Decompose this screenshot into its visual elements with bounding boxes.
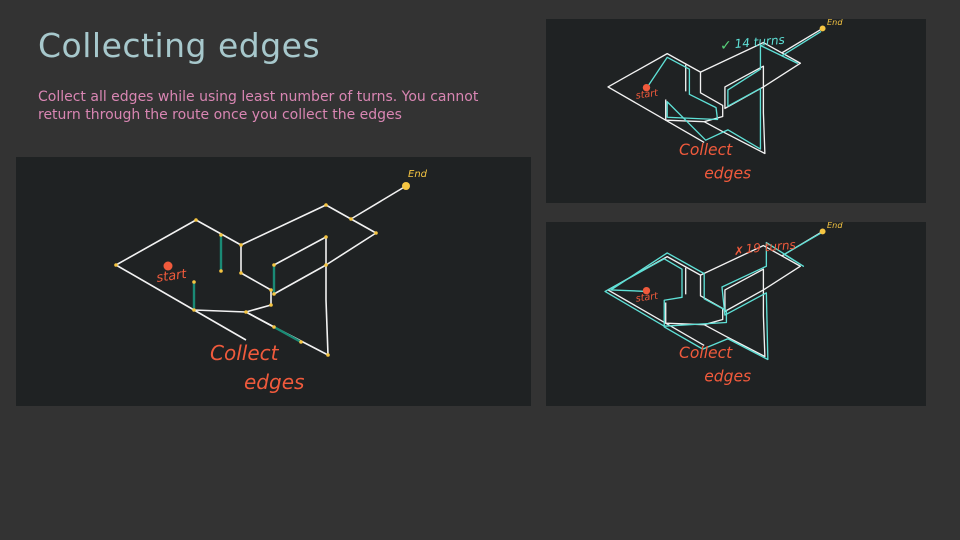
good-route (645, 30, 822, 150)
main-diagram: End start Collect edges (114, 169, 428, 394)
bad-solution-diagram: End start Collect edges ✗ 19 turns (604, 222, 843, 386)
good-start-label: start (635, 88, 660, 102)
collect-label: Collect (210, 341, 280, 365)
bad-end-marker (819, 228, 826, 235)
edges-label: edges (244, 370, 304, 394)
main-diagram-panel: End start Collect edges (16, 157, 531, 406)
bad-route (604, 232, 822, 361)
collected-edges (192, 235, 302, 344)
bad-start-marker (642, 286, 651, 295)
good-solution-panel: End start Collect edges ✓ 14 turns (546, 19, 926, 203)
good-start-marker (642, 83, 651, 92)
end-label: End (408, 169, 428, 180)
bad-start-label: start (635, 291, 660, 305)
good-solution-diagram: End start Collect edges ✓ 14 turns (607, 19, 843, 183)
good-check-mark: ✓ (720, 38, 732, 54)
bad-turns-label: 19 turns (745, 238, 796, 256)
bad-edges-label: edges (704, 368, 751, 386)
bad-solution-panel: End start Collect edges ✗ 19 turns (546, 222, 926, 406)
good-edges-label: edges (704, 165, 751, 183)
slide-title: Collecting edges (38, 26, 321, 65)
slide-subtitle: Collect all edges while using least numb… (38, 89, 479, 123)
start-label: start (155, 267, 188, 286)
good-turns-label: 14 turns (734, 33, 785, 51)
maze-vertices (114, 203, 378, 357)
good-collect-label: Collect (679, 141, 733, 159)
bad-cross-mark: ✗ (734, 244, 744, 258)
bad-end-label: End (827, 222, 843, 230)
end-marker (402, 182, 410, 190)
good-end-marker (819, 25, 826, 32)
bad-collect-label: Collect (679, 344, 733, 362)
good-end-label: End (827, 19, 843, 27)
good-maze-edges (607, 27, 823, 155)
start-marker (163, 261, 173, 271)
